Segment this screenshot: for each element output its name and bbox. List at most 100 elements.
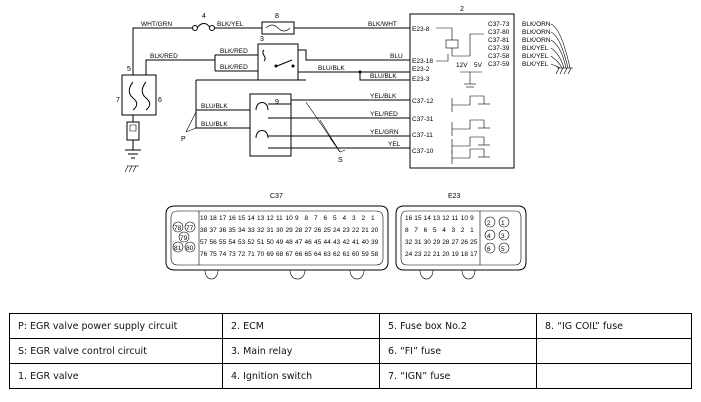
- pin-number: 28: [442, 239, 450, 246]
- ground-pin: C37-39: [488, 45, 510, 52]
- pin-label: C37-31: [412, 116, 434, 123]
- callout-7: 7: [116, 97, 120, 104]
- pin-number: 4: [442, 227, 446, 234]
- pin-number: 10: [461, 215, 469, 222]
- pin-number: 4: [343, 215, 347, 222]
- pin-number: 26: [314, 227, 322, 234]
- pin-number: 15: [414, 215, 422, 222]
- pin-number: 73: [229, 251, 237, 258]
- pin-number: 60: [352, 251, 360, 258]
- pin-number: 27: [452, 239, 460, 246]
- pin-number: 26: [461, 239, 469, 246]
- ground-wire: BLK/ORN: [522, 29, 551, 36]
- pin-number: 21: [433, 251, 441, 258]
- pin-number: 46: [305, 239, 313, 246]
- pin-number: 61: [343, 251, 351, 258]
- pin-number: 75: [210, 251, 218, 258]
- pin-number: 55: [219, 239, 227, 246]
- pin-number: 16: [405, 215, 413, 222]
- pin-number: 32: [257, 227, 265, 234]
- pin-number: 22: [424, 251, 432, 258]
- pin-number: 7: [414, 227, 418, 234]
- wire-label: BLK/RED: [150, 53, 178, 60]
- pin-number: 31: [414, 239, 422, 246]
- pin-number: 70: [257, 251, 265, 258]
- pin-number: 29: [433, 239, 441, 246]
- pin-number: 68: [276, 251, 284, 258]
- pin-number: 59: [362, 251, 370, 258]
- pin-number: 7: [314, 215, 318, 222]
- pin-number: 8: [405, 227, 409, 234]
- pin-number: 9: [295, 215, 299, 222]
- legend-row: S: EGR valve control circuit 3. Main rel…: [9, 338, 692, 364]
- pin-number: 6: [487, 246, 491, 253]
- pin-number: 58: [371, 251, 379, 258]
- ground-pin: C37-80: [488, 29, 510, 36]
- pin-number: 20: [442, 251, 450, 258]
- wire-label: BLK/YEL: [217, 21, 244, 28]
- pin-number: 30: [276, 227, 284, 234]
- pin-number: 13: [257, 215, 265, 222]
- pin-number: 44: [324, 239, 332, 246]
- pin-number: 80: [186, 245, 194, 252]
- pin-label: E23-8: [412, 26, 430, 33]
- pin-number: 6: [324, 215, 328, 222]
- legend-row: 1. EGR valve 4. Ignition switch 7. “IGN”…: [9, 363, 692, 389]
- top-wiring: WHT/GRN 4 BLK/YEL 8 BLK/WHT 5 7 6 BLK/RE…: [116, 13, 410, 173]
- pin-number: 5: [501, 246, 505, 253]
- pin-number: 66: [295, 251, 303, 258]
- pin-number: 45: [314, 239, 322, 246]
- pin-number: 14: [424, 215, 432, 222]
- pin-number: 1: [501, 220, 505, 227]
- legend-cell: 7. “IGN” fuse: [379, 363, 537, 389]
- pin-number: 16: [229, 215, 237, 222]
- pin-number: 2: [362, 215, 366, 222]
- ground-wire: BLK/YEL: [522, 53, 549, 60]
- callout-8: 8: [275, 13, 279, 20]
- ground-pin-list: C37-73 C37-80 C37-81 C37-39 C37-58 C37-5…: [488, 21, 510, 68]
- pin-number: 12: [267, 215, 275, 222]
- pin-number: 14: [248, 215, 256, 222]
- pin-number: 50: [267, 239, 275, 246]
- pin-number: 34: [238, 227, 246, 234]
- ground-wire: BLK/ORN: [522, 21, 551, 28]
- pin-number: 72: [238, 251, 246, 258]
- wire-label: BLU: [390, 53, 403, 60]
- pin-number: 20: [371, 227, 379, 234]
- pin-number: 71: [248, 251, 256, 258]
- pin-label: C37-12: [412, 98, 434, 105]
- label-p: P: [181, 136, 186, 143]
- e23-side-pins: 2 1 4 3 6 5: [484, 216, 510, 254]
- legend-table: P: EGR valve power supply circuit 2. ECM…: [9, 313, 692, 389]
- pin-number: 17: [470, 251, 478, 258]
- wire-label: WHT/GRN: [141, 21, 172, 28]
- wire-label: BLU/BLK: [201, 121, 228, 128]
- wire-label: BLU/BLK: [201, 103, 228, 110]
- pin-number: 28: [295, 227, 303, 234]
- pin-number: 9: [470, 215, 474, 222]
- pin-number: 15: [238, 215, 246, 222]
- pin-number: 33: [248, 227, 256, 234]
- pin-number: 74: [219, 251, 227, 258]
- ground-fan: [550, 23, 573, 75]
- pin-number: 24: [405, 251, 413, 258]
- callout-9: 9: [275, 99, 279, 106]
- pin-number: 41: [352, 239, 360, 246]
- pin-number: 31: [267, 227, 275, 234]
- pin-number: 36: [219, 227, 227, 234]
- pin-label: E23-2: [412, 66, 430, 73]
- pin-number: 62: [333, 251, 341, 258]
- driver-transistors: [451, 95, 490, 164]
- connector-title: E23: [448, 193, 461, 200]
- pin-number: 17: [219, 215, 227, 222]
- pin-number: 67: [286, 251, 294, 258]
- pin-number: 6: [424, 227, 428, 234]
- legend-cell: S: EGR valve control circuit: [9, 338, 223, 364]
- wire-label: BLK/RED: [220, 64, 248, 71]
- pin-number: 47: [295, 239, 303, 246]
- voltage-label: 12V: [456, 62, 468, 69]
- pin-number: 30: [424, 239, 432, 246]
- ground-pin: C37-59: [488, 61, 510, 68]
